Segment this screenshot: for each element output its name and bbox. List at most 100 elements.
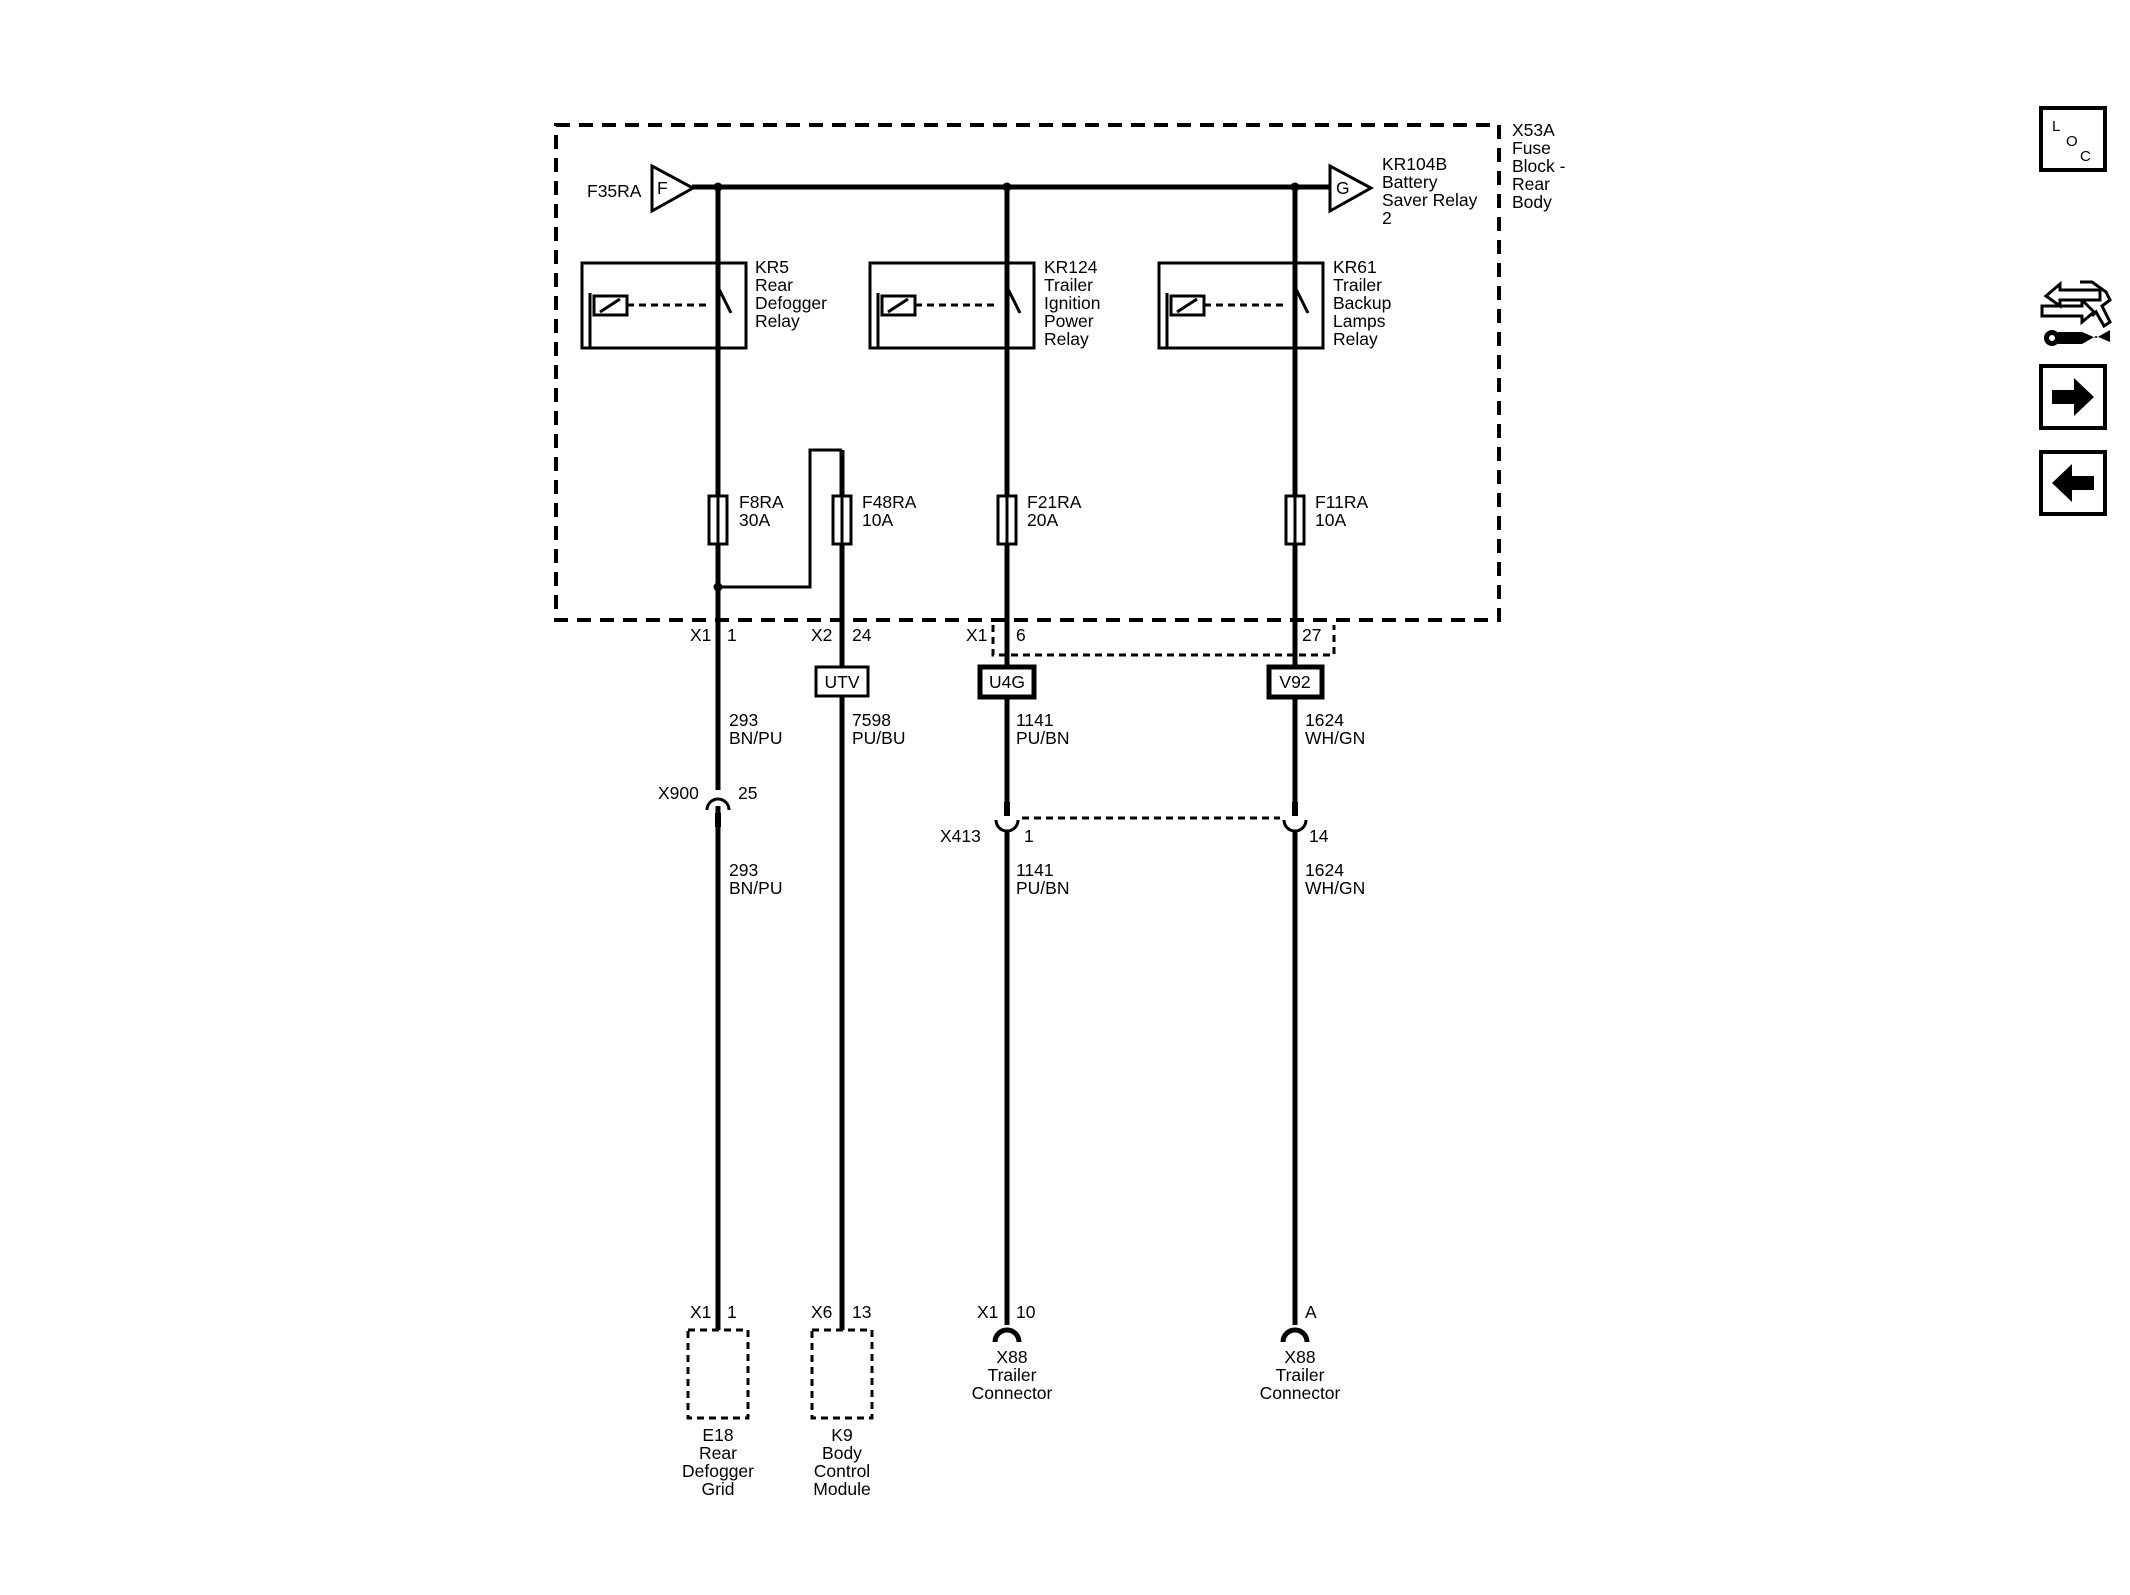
svg-text:U4G: U4G bbox=[989, 672, 1025, 692]
svg-text:14: 14 bbox=[1309, 826, 1329, 846]
svg-text:Backup: Backup bbox=[1333, 293, 1391, 313]
svg-text:Lamps: Lamps bbox=[1333, 311, 1386, 331]
svg-text:KR5: KR5 bbox=[755, 257, 789, 277]
svg-text:Trailer: Trailer bbox=[1276, 1365, 1325, 1385]
svg-text:F48RA: F48RA bbox=[862, 492, 917, 512]
relay-kr61: KR61 Trailer Backup Lamps Relay bbox=[1157, 257, 1391, 350]
svg-text:X88: X88 bbox=[996, 1347, 1027, 1367]
svg-text:E18: E18 bbox=[702, 1425, 733, 1445]
svg-text:X1: X1 bbox=[977, 1302, 998, 1322]
svg-text:27: 27 bbox=[1302, 625, 1321, 645]
svg-text:F21RA: F21RA bbox=[1027, 492, 1082, 512]
svg-text:F11RA: F11RA bbox=[1315, 492, 1368, 512]
svg-text:X53A: X53A bbox=[1512, 120, 1555, 140]
svg-text:30A: 30A bbox=[739, 510, 770, 530]
inline-connector-x413: X413 1 14 bbox=[940, 802, 1329, 846]
svg-text:Connector: Connector bbox=[972, 1383, 1053, 1403]
svg-text:1: 1 bbox=[1024, 826, 1034, 846]
svg-text:X413: X413 bbox=[940, 826, 981, 846]
relay-kr124: KR124 Trailer Ignition Power Relay bbox=[868, 257, 1100, 350]
svg-text:Saver Relay: Saver Relay bbox=[1382, 190, 1478, 210]
svg-text:Relay: Relay bbox=[755, 311, 800, 331]
wire-f48ra-jumper bbox=[718, 448, 842, 589]
svg-text:Fuse: Fuse bbox=[1512, 138, 1551, 158]
svg-text:Relay: Relay bbox=[1044, 329, 1089, 349]
svg-text:1141: 1141 bbox=[1016, 710, 1054, 730]
option-v92: V92 bbox=[1266, 664, 1325, 700]
svg-text:KR61: KR61 bbox=[1333, 257, 1377, 277]
svg-text:1: 1 bbox=[727, 1302, 737, 1322]
svg-text:PU/BU: PU/BU bbox=[852, 728, 905, 748]
inline-connector-x900: X900 25 bbox=[658, 783, 757, 827]
svg-text:X900: X900 bbox=[658, 783, 699, 803]
fuse-block-boundary bbox=[554, 123, 1501, 622]
svg-text:PU/BN: PU/BN bbox=[1016, 728, 1069, 748]
svg-text:K9: K9 bbox=[831, 1425, 852, 1445]
svg-text:F35RA: F35RA bbox=[587, 181, 642, 201]
feed-terminal: F F35RA bbox=[587, 163, 697, 214]
shared-connector-bracket bbox=[991, 625, 1336, 657]
svg-text:Connector: Connector bbox=[1260, 1383, 1341, 1403]
svg-text:1624: 1624 bbox=[1305, 860, 1344, 880]
arrow-right-icon[interactable] bbox=[2039, 364, 2107, 430]
svg-text:X88: X88 bbox=[1284, 1347, 1315, 1367]
fuse-f21ra: F21RA 20A bbox=[996, 492, 1082, 546]
svg-text:Rear: Rear bbox=[1512, 174, 1550, 194]
svg-text:24: 24 bbox=[852, 625, 872, 645]
svg-text:Grid: Grid bbox=[701, 1479, 734, 1499]
svg-text:X1: X1 bbox=[690, 625, 711, 645]
svg-text:Control: Control bbox=[814, 1461, 870, 1481]
svg-text:1: 1 bbox=[727, 625, 737, 645]
splice-f8ra bbox=[713, 582, 723, 592]
svg-text:7598: 7598 bbox=[852, 710, 891, 730]
svg-text:293: 293 bbox=[729, 710, 758, 730]
svg-text:Ignition: Ignition bbox=[1044, 293, 1100, 313]
wire-labels-lower: 293 BN/PU 1141 PU/BN 1624 WH/GN bbox=[729, 860, 1365, 898]
svg-text:10A: 10A bbox=[1315, 510, 1346, 530]
svg-text:Body: Body bbox=[1512, 192, 1552, 212]
svg-text:F: F bbox=[657, 178, 668, 198]
svg-text:KR124: KR124 bbox=[1044, 257, 1098, 277]
svg-text:Trailer: Trailer bbox=[1044, 275, 1093, 295]
component-e18: X1 1 E18 Rear Defogger Grid bbox=[682, 1302, 754, 1499]
svg-text:Power: Power bbox=[1044, 311, 1094, 331]
svg-text:13: 13 bbox=[852, 1302, 871, 1322]
svg-text:C: C bbox=[2080, 148, 2091, 165]
svg-text:1141: 1141 bbox=[1016, 860, 1054, 880]
svg-text:X1: X1 bbox=[966, 625, 987, 645]
svg-text:Defogger: Defogger bbox=[682, 1461, 754, 1481]
fuse-f11ra: F11RA 10A bbox=[1284, 492, 1368, 546]
svg-text:A: A bbox=[1305, 1302, 1317, 1322]
arrow-left-icon[interactable] bbox=[2039, 450, 2107, 516]
loc-button[interactable]: L O C bbox=[2039, 106, 2107, 172]
svg-text:25: 25 bbox=[738, 783, 757, 803]
option-utv: UTV bbox=[814, 665, 870, 698]
svg-text:F8RA: F8RA bbox=[739, 492, 784, 512]
svg-text:2: 2 bbox=[1382, 208, 1392, 228]
svg-text:X2: X2 bbox=[811, 625, 832, 645]
svg-text:Rear: Rear bbox=[755, 275, 793, 295]
fuse-f48ra: F48RA 10A bbox=[831, 492, 917, 546]
relay-kr5: KR5 Rear Defogger Relay bbox=[580, 257, 827, 350]
connector-swap-icon[interactable] bbox=[2040, 280, 2112, 346]
component-x88-pin-a: A X88 Trailer Connector bbox=[1260, 1302, 1341, 1403]
component-k9: X6 13 K9 Body Control Module bbox=[810, 1302, 874, 1499]
svg-text:Rear: Rear bbox=[699, 1443, 737, 1463]
svg-text:Battery: Battery bbox=[1382, 172, 1438, 192]
svg-text:G: G bbox=[1336, 178, 1350, 198]
option-u4g: U4G bbox=[977, 664, 1037, 700]
svg-text:Relay: Relay bbox=[1333, 329, 1378, 349]
svg-text:X1: X1 bbox=[690, 1302, 711, 1322]
svg-text:BN/PU: BN/PU bbox=[729, 878, 782, 898]
fuse-block-label: X53A Fuse Block - Rear Body bbox=[1512, 120, 1566, 212]
svg-text:KR104B: KR104B bbox=[1382, 154, 1447, 174]
svg-text:Defogger: Defogger bbox=[755, 293, 827, 313]
svg-text:10: 10 bbox=[1016, 1302, 1036, 1322]
svg-text:1624: 1624 bbox=[1305, 710, 1344, 730]
svg-text:Module: Module bbox=[813, 1479, 870, 1499]
component-x88-pin-10: X1 10 X88 Trailer Connector bbox=[972, 1302, 1053, 1403]
svg-text:Trailer: Trailer bbox=[988, 1365, 1037, 1385]
svg-text:V92: V92 bbox=[1279, 672, 1310, 692]
svg-text:Body: Body bbox=[822, 1443, 862, 1463]
